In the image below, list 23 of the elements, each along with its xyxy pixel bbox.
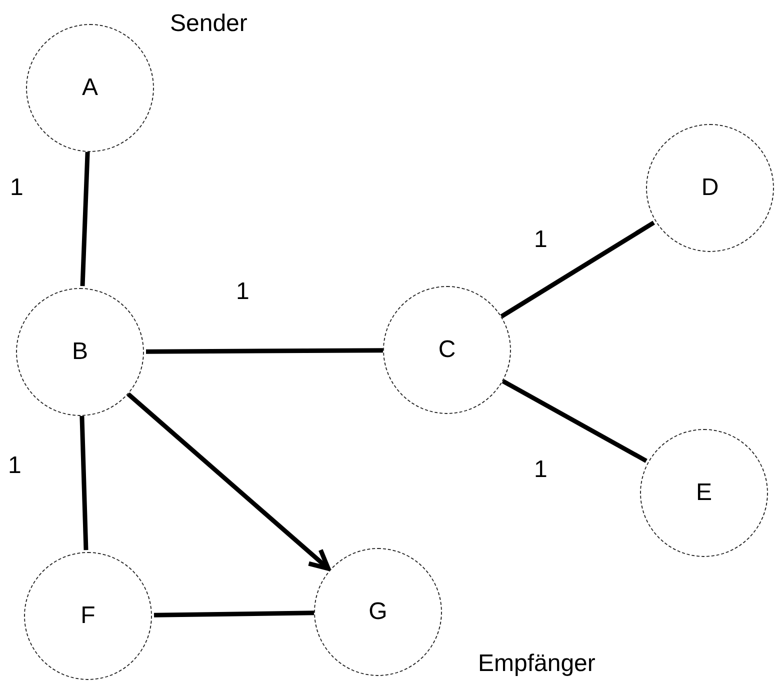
- node-caption: Sender: [170, 10, 248, 38]
- node-label: A: [82, 74, 98, 102]
- connector-line: [146, 348, 384, 354]
- circle-node: [26, 24, 154, 152]
- circle-node: [640, 429, 768, 557]
- connector-line: [500, 220, 655, 318]
- circle-node: [314, 548, 442, 676]
- connector-line: [80, 152, 90, 286]
- circle-node: [16, 288, 144, 416]
- connector-line: [154, 610, 314, 618]
- node-label: C: [438, 336, 456, 364]
- connector-line: [502, 379, 648, 463]
- node-label: D: [701, 174, 719, 202]
- circle-node: [24, 552, 152, 680]
- circle-node: [646, 124, 774, 252]
- node-label: E: [696, 479, 712, 507]
- node-caption: Empfänger: [478, 650, 596, 678]
- node-label: F: [80, 602, 96, 630]
- node-label: B: [72, 338, 88, 366]
- node-label: G: [368, 598, 388, 626]
- circle-node: [383, 286, 511, 414]
- arrow: [126, 392, 331, 571]
- connector-line: [80, 416, 88, 550]
